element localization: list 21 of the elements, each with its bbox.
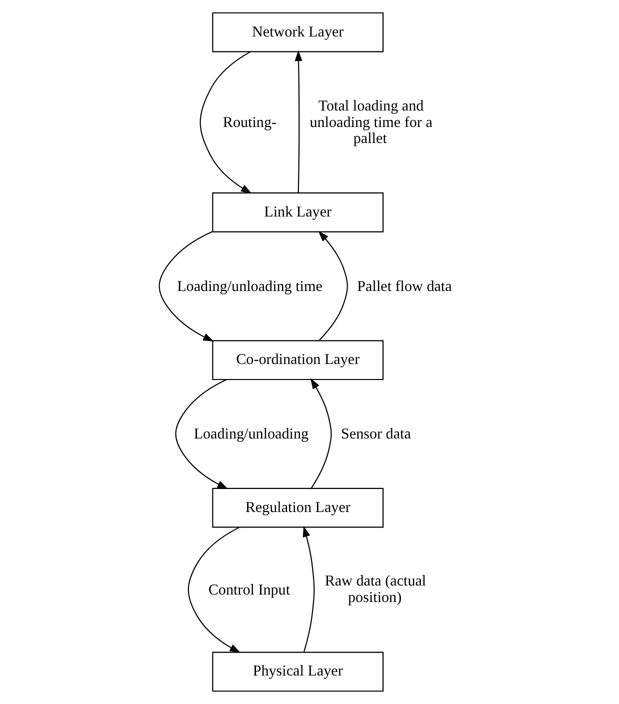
- node-box: Co-ordination Layer: [212, 340, 384, 380]
- arrow: [199, 51, 252, 194]
- arrow: [318, 231, 348, 341]
- edge-label: Sensor data: [340, 426, 410, 442]
- arrow: [174, 379, 228, 490]
- edge-label: Raw data (actual position): [324, 574, 426, 606]
- edge-label: Total loading and unloading time for a pallet: [309, 98, 432, 148]
- edge-label: Loading/unloading time: [176, 278, 322, 295]
- edge-label: Control Input: [208, 582, 290, 598]
- node-box: Network Layer: [212, 12, 384, 52]
- arrow: [302, 526, 314, 652]
- edge-label: Routing-: [222, 114, 276, 131]
- arrow: [310, 378, 332, 489]
- arrow: [294, 50, 302, 193]
- node-box: Regulation Layer: [212, 488, 384, 528]
- edge-label: Pallet flow data: [356, 278, 452, 295]
- edge-label: Loading/unloading: [193, 426, 308, 442]
- arrow: [158, 231, 214, 342]
- node-box: Physical Layer: [212, 652, 384, 692]
- arrow: [187, 526, 240, 653]
- node-box: Link Layer: [212, 192, 384, 232]
